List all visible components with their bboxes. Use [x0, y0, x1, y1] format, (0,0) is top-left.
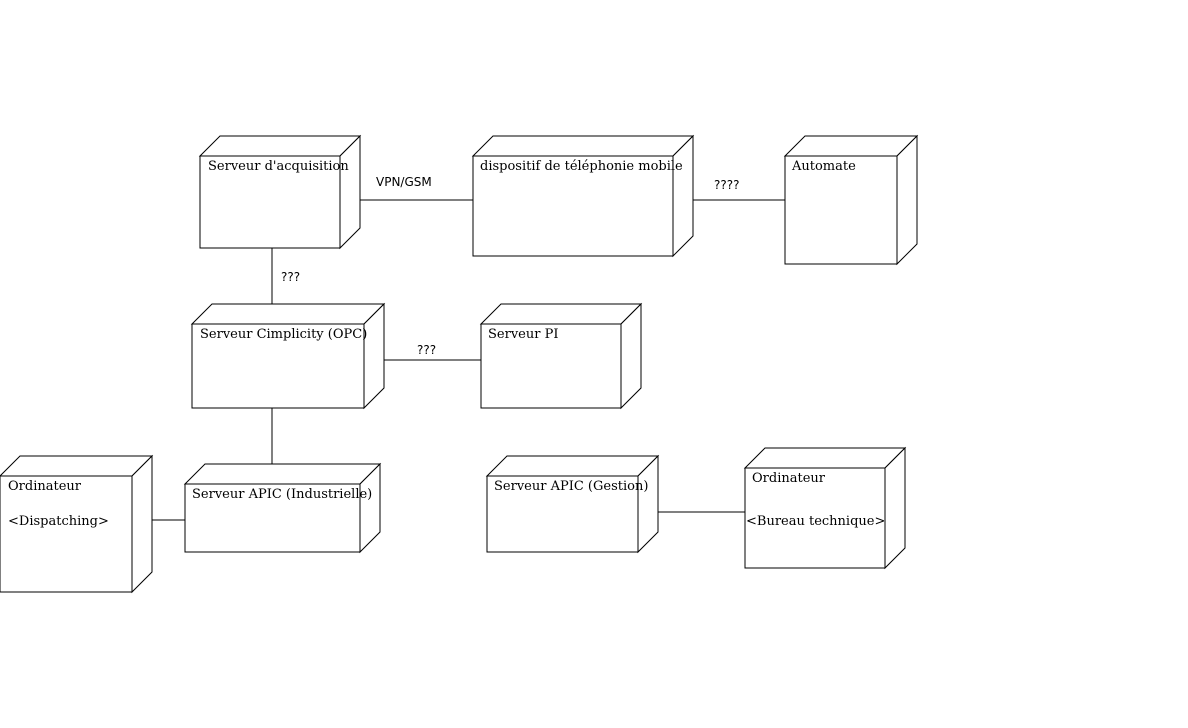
node-label: Ordinateur [8, 479, 82, 494]
node-serveur-apic-gestion[interactable]: Serveur APIC (Gestion) [485, 454, 660, 554]
node-label: dispositif de téléphonie mobile [480, 159, 683, 174]
node-front-face [744, 467, 886, 569]
node-stereotype: <Dispatching> [8, 514, 109, 529]
node-dispositif-telephonie-mobile[interactable]: dispositif de téléphonie mobile [471, 134, 695, 258]
node-label: Serveur APIC (Industrielle) [192, 487, 372, 502]
node-front-face [472, 155, 674, 257]
node-top-face [471, 135, 695, 157]
node-side-face [131, 454, 153, 594]
node-top-face [783, 135, 919, 157]
node-front-face [0, 475, 133, 593]
node-side-face [672, 134, 694, 258]
node-ordinateur-dispatching[interactable]: Ordinateur <Dispatching> [0, 454, 154, 594]
link-label-cimplicity-pi: ??? [417, 343, 436, 357]
link-label-telephonie-automate: ???? [714, 178, 739, 192]
node-label: Automate [791, 159, 856, 174]
node-front-face [199, 155, 341, 249]
node-stereotype: <Bureau technique> [746, 514, 885, 529]
node-top-face [198, 135, 362, 157]
node-top-face [183, 463, 382, 485]
node-side-face [896, 134, 918, 266]
node-side-face [884, 446, 906, 570]
link-label-vpn-gsm: VPN/GSM [376, 175, 432, 189]
node-label: Serveur APIC (Gestion) [494, 479, 648, 494]
node-top-face [485, 455, 660, 477]
node-label: Ordinateur [752, 471, 826, 486]
node-label: Serveur PI [488, 327, 558, 342]
node-front-face [486, 475, 639, 553]
node-label: Serveur Cimplicity (OPC) [200, 327, 367, 342]
node-serveur-pi[interactable]: Serveur PI [479, 302, 643, 410]
node-serveur-cimplicity[interactable]: Serveur Cimplicity (OPC) [190, 302, 386, 410]
node-front-face [480, 323, 622, 409]
node-side-face [339, 134, 361, 250]
node-top-face [0, 455, 154, 477]
node-front-face [784, 155, 898, 265]
link-label-acquisition-cimplicity: ??? [281, 270, 300, 284]
node-serveur-apic-industrielle[interactable]: Serveur APIC (Industrielle) [183, 462, 382, 554]
node-ordinateur-bureau-technique[interactable]: Ordinateur <Bureau technique> [743, 446, 907, 570]
node-top-face [190, 303, 386, 325]
node-automate[interactable]: Automate [783, 134, 919, 266]
node-top-face [743, 447, 907, 469]
node-label: Serveur d'acquisition [208, 159, 349, 174]
node-front-face [191, 323, 365, 409]
node-top-face [479, 303, 643, 325]
node-front-face [184, 483, 361, 553]
node-serveur-acquisition[interactable]: Serveur d'acquisition [198, 134, 362, 250]
